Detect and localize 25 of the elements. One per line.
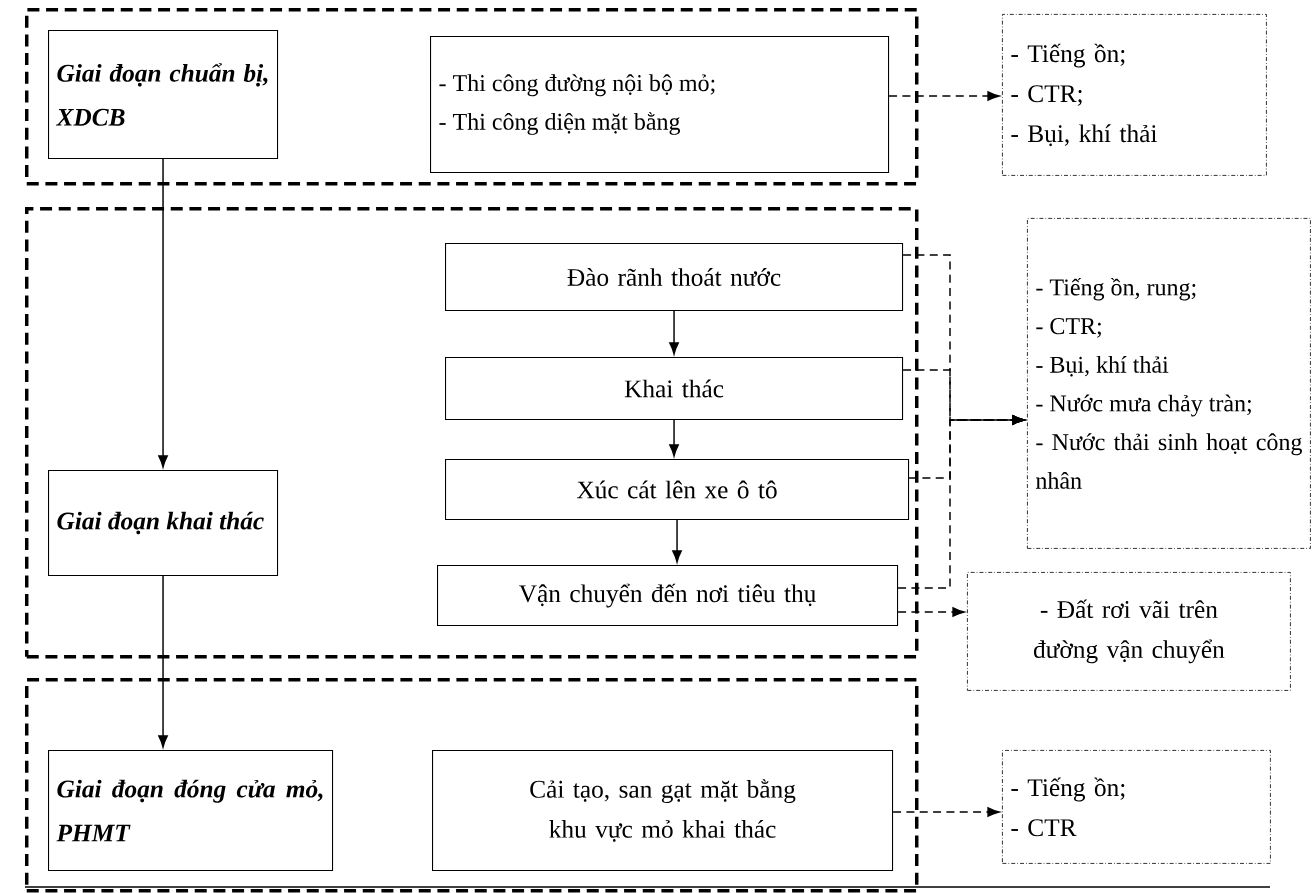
arrow (158, 575, 168, 748)
arrow (888, 91, 1000, 101)
arrow (672, 519, 682, 563)
phase-frame (25, 207, 919, 659)
impact-box: - Tiếng ồn; - CTR (1002, 750, 1271, 864)
arrow (669, 419, 679, 457)
process-box: Cải tạo, san gạt mặt bằng khu vực mỏ khai thác (432, 750, 894, 872)
process-box: - Thi công đường nội bộ mỏ; - Thi công diện mặt bằng (430, 36, 890, 174)
arrow (897, 607, 965, 617)
stage-box: Giai đoạn đóng cửa mỏ, PHMT (48, 750, 334, 872)
stage-box: Giai đoạn khai thác (48, 470, 279, 577)
arrow (897, 415, 1025, 589)
process-box: Xúc cát lên xe ô tô (445, 459, 910, 521)
arrow (669, 310, 679, 355)
arrow (158, 158, 168, 468)
impact-box: - Đất rơi vãi trên đường vận chuyển (967, 572, 1291, 691)
impact-box: - Tiếng ồn; - CTR; - Bụi, khí thải (1002, 14, 1267, 176)
process-box: Vận chuyển đến nơi tiêu thụ (437, 565, 899, 627)
impact-box: - Tiếng ồn, rung; - CTR; - Bụi, khí thải - Nước mưa chảy tràn; - Nước thải sinh hoạt công nhân (1027, 218, 1311, 549)
arrow (892, 807, 1000, 817)
process-box: Đào rãnh thoát nước (445, 243, 904, 312)
phase-frame (25, 678, 919, 893)
phase-frame (25, 8, 919, 186)
process-box: Khai thác (445, 357, 904, 421)
stage-box: Giai đoạn chuẩn bị, XDCB (48, 30, 279, 160)
